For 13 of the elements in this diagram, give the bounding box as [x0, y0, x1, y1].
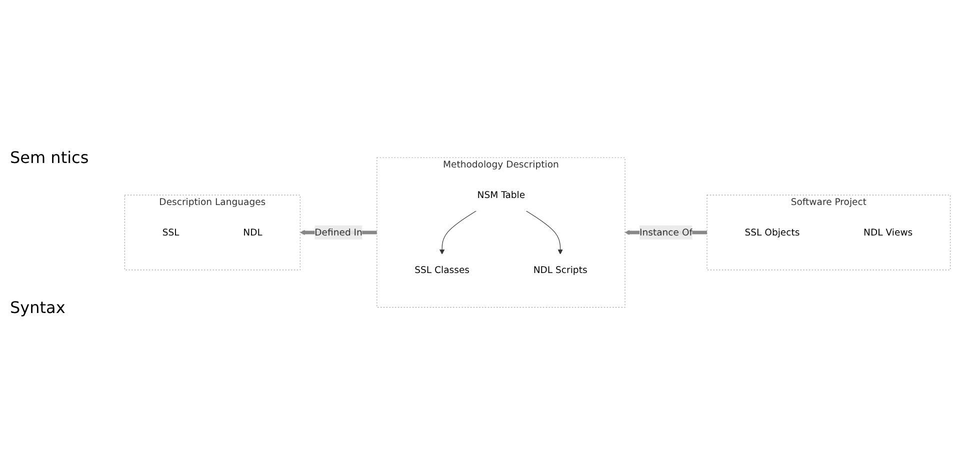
arrow [526, 210, 563, 254]
node-text: SSL Classes [414, 264, 470, 276]
node-text: NDL [243, 226, 262, 238]
node-text: NSM Table [477, 189, 526, 200]
node-text: NDL Views [864, 226, 913, 238]
node-text: SSL Objects [744, 226, 800, 238]
edge-label: Instance Of [640, 226, 693, 238]
arrow [440, 210, 477, 254]
row-label: Syntax [10, 298, 66, 317]
node-text: SSL [162, 226, 180, 238]
node-text: NDL Scripts [533, 264, 588, 276]
row-label: Sem ntics [10, 148, 90, 167]
edge-label: Defined In [314, 226, 362, 238]
